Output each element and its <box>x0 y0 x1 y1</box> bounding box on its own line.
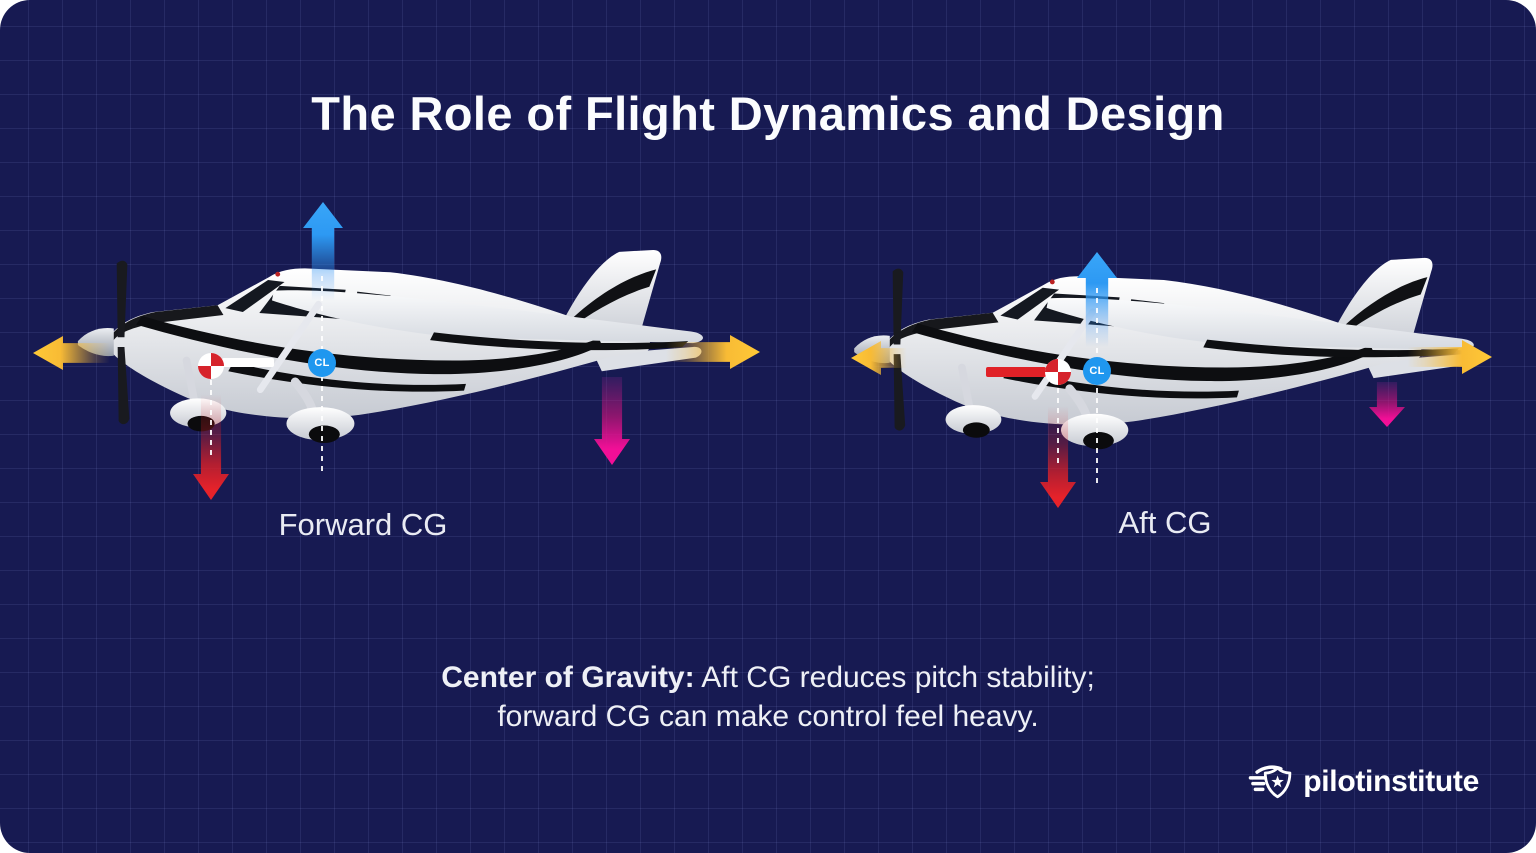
cl-axis-dashed-line <box>1096 288 1098 488</box>
cl-marker: CL <box>308 349 336 377</box>
aft-cg-label: Aft CG <box>1118 505 1212 540</box>
caption-lead: Center of Gravity: <box>441 661 695 694</box>
brand-name: pilotinstitute <box>1303 765 1479 798</box>
cg-axis-dashed-line <box>210 380 212 456</box>
forward-cg-label: Forward CG <box>278 507 448 542</box>
caption: Center of Gravity: Aft CG reduces pitch … <box>0 658 1536 736</box>
airplane-illustration <box>846 256 1501 482</box>
caption-line-1: Center of Gravity: Aft CG reduces pitch … <box>0 658 1536 697</box>
cg-symbol-icon <box>198 353 224 379</box>
page-title: The Role of Flight Dynamics and Design <box>311 87 1225 141</box>
cg-symbol-icon <box>1045 359 1071 385</box>
cg-shift-aft-arrow <box>986 367 1046 377</box>
cg-shift-forward-arrow <box>222 358 274 367</box>
wings-shield-icon <box>1248 765 1292 799</box>
brand-logo: pilotinstitute <box>1248 763 1479 801</box>
airplane-illustration <box>70 248 730 476</box>
cg-axis-dashed-line <box>1057 388 1059 466</box>
cl-marker: CL <box>1083 357 1111 385</box>
caption-line-2: forward CG can make control feel heavy. <box>497 700 1039 733</box>
caption-rest: Aft CG reduces pitch stability; <box>694 661 1095 694</box>
